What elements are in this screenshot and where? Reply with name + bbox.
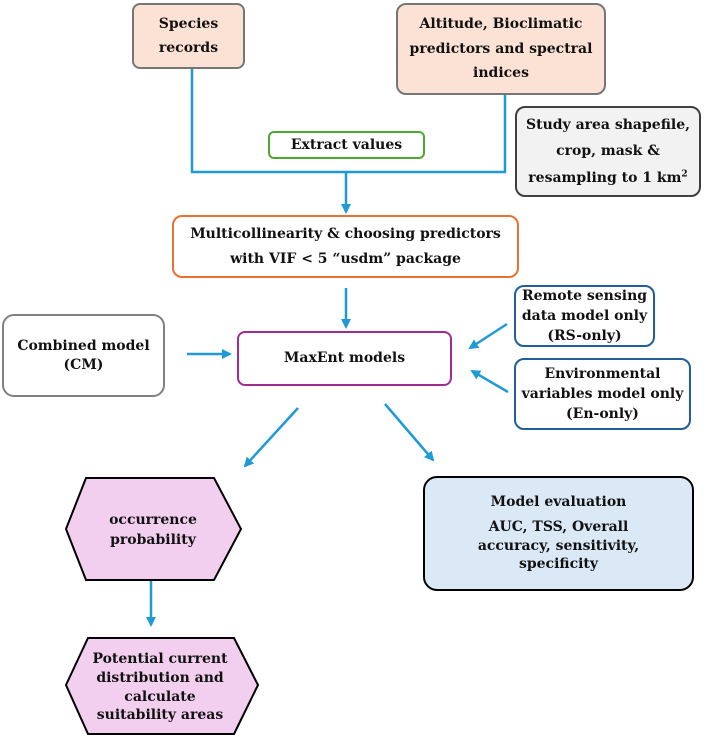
combined-model-line-1: Combined model xyxy=(17,338,150,355)
model-evaluation-node: Model evaluation AUC, TSS, Overall accur… xyxy=(423,476,694,591)
potential-line-1: Potential current xyxy=(92,650,228,667)
env-only-line-2: variables model only xyxy=(521,385,684,402)
potential-distribution-hexagon xyxy=(64,637,260,735)
multicollinearity-line-1: Multicollinearity & choosing predictors xyxy=(190,226,501,242)
species-records-line-1: Species xyxy=(158,15,219,32)
maxent-node: MaxEnt models xyxy=(237,331,452,386)
model-evaluation-line-1: AUC, TSS, Overall xyxy=(488,518,629,535)
combined-model-node: Combined model (CM) xyxy=(2,314,165,397)
maxent-label: MaxEnt models xyxy=(283,350,406,367)
rs-only-line-2: data model only xyxy=(521,307,648,324)
model-evaluation-line-3: specificity xyxy=(518,556,599,573)
predictors-line-3: indices xyxy=(473,65,529,82)
predictors-node: Altitude, Bioclimatic predictors and spe… xyxy=(396,3,606,95)
model-evaluation-title: Model evaluation xyxy=(490,493,627,510)
occurrence-probability-hexagon xyxy=(64,477,243,581)
multicollinearity-line-2: with VIF < 5 “usdm” package xyxy=(230,250,461,267)
potential-line-3: calculate xyxy=(124,688,196,705)
study-area-superscript: 2 xyxy=(681,169,688,180)
potential-line-2: distribution and xyxy=(96,669,224,686)
study-area-line-3-text: resampling to 1 km xyxy=(528,169,682,186)
arrow-env-to-maxent xyxy=(470,369,509,394)
study-area-line-2: crop, mask & xyxy=(556,143,660,160)
model-evaluation-line-2: accuracy, sensitivity, xyxy=(477,537,640,554)
env-only-line-1: Environmental xyxy=(544,365,661,382)
species-connector xyxy=(190,69,346,174)
extract-values-node: Extract values xyxy=(268,131,425,159)
combined-model-line-2: (CM) xyxy=(63,356,104,373)
species-records-line-2: records xyxy=(158,40,219,56)
study-area-line-3: resampling to 1 km2 xyxy=(528,165,687,192)
potential-distribution-node: Potential current distribution and calcu… xyxy=(70,640,250,735)
occurrence-line-2: probability xyxy=(110,532,196,548)
arrow-to-evaluation xyxy=(384,403,435,462)
study-area-line-1: Study area shapefile, xyxy=(526,116,690,133)
species-records-node: Species records xyxy=(132,3,245,69)
predictors-connector xyxy=(346,95,507,174)
extract-values-label: Extract values xyxy=(290,136,403,153)
predictors-line-1: Altitude, Bioclimatic xyxy=(419,16,583,33)
arrow-rs-to-maxent xyxy=(468,322,508,350)
study-area-node: Study area shapefile, crop, mask & resam… xyxy=(515,106,701,197)
env-only-node: Environmental variables model only (En-o… xyxy=(514,358,691,430)
occurrence-probability-node: occurrence probability xyxy=(70,479,236,581)
occurrence-line-1: occurrence xyxy=(109,511,197,528)
potential-line-4: suitability areas xyxy=(96,707,224,724)
multicollinearity-node: Multicollinearity & choosing predictors … xyxy=(172,215,519,278)
rs-only-line-3: (RS-only) xyxy=(547,328,622,345)
rs-only-node: Remote sensing data model only (RS-only) xyxy=(514,285,655,347)
predictors-line-2: predictors and spectral xyxy=(409,40,593,57)
env-only-line-3: (En-only) xyxy=(566,406,639,423)
rs-only-line-1: Remote sensing xyxy=(521,287,648,304)
arrow-to-occurrence xyxy=(243,407,299,468)
